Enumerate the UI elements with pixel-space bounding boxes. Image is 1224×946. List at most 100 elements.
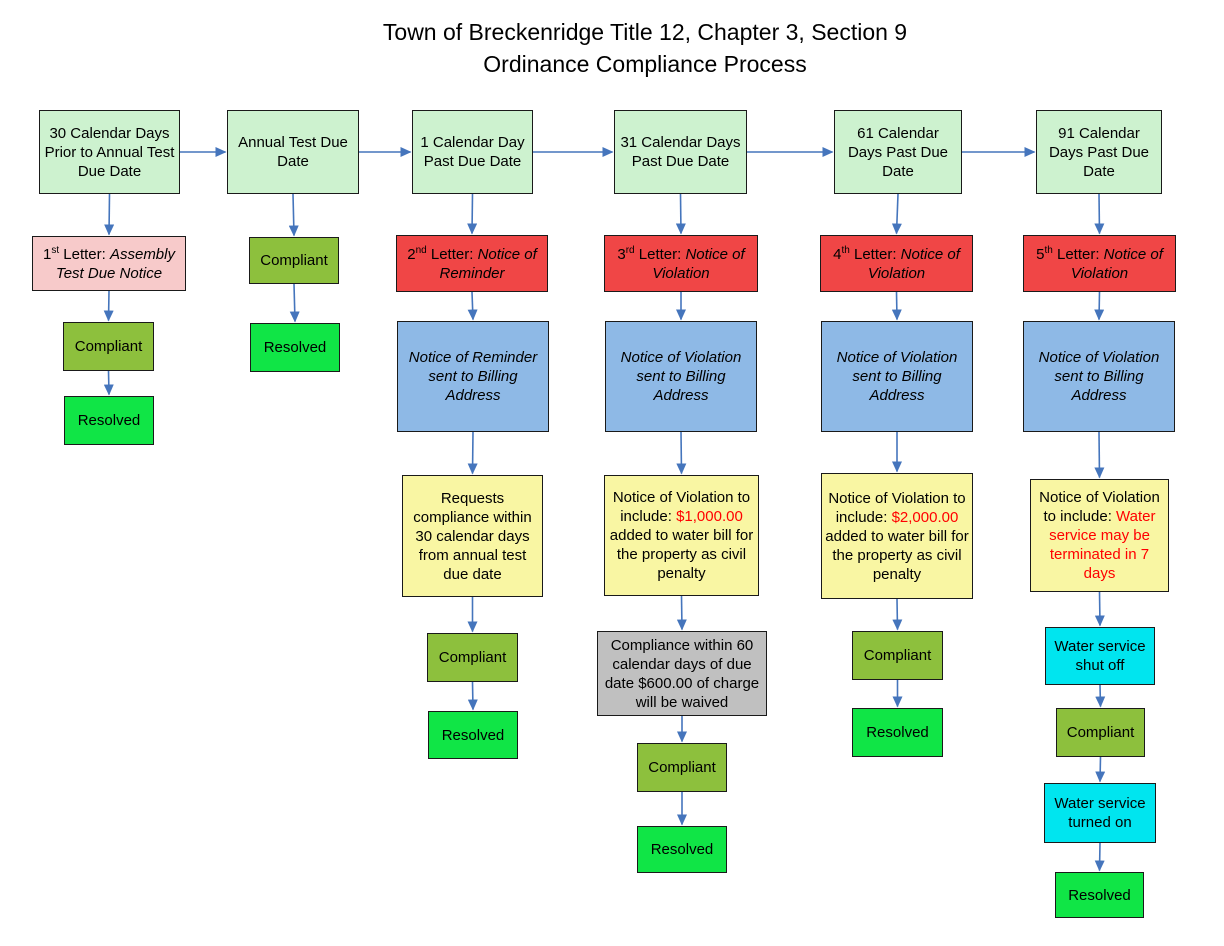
node-text-segment: st xyxy=(51,244,60,256)
node-compliant-col4: Compliant xyxy=(637,743,727,792)
node-label: Notice of Violation to include: $2,000.0… xyxy=(825,489,969,584)
node-text-segment: Notice of Violation sent to Billing Addr… xyxy=(1038,349,1160,404)
node-text-segment: Resolved xyxy=(1068,886,1131,904)
node-violation-water-termination-warning: Notice of Violation to include: Water se… xyxy=(1030,479,1169,592)
node-label: Notice of Violation sent to Billing Addr… xyxy=(609,348,753,405)
node-label: 91 Calendar Days Past Due Date xyxy=(1040,124,1158,181)
node-label: Annual Test Due Date xyxy=(231,133,355,171)
node-text-segment: Notice of Violation xyxy=(867,245,960,282)
diagram-title: Town of Breckenridge Title 12, Chapter 3… xyxy=(305,16,985,80)
node-water-service-turned-on: Water service turned on xyxy=(1044,783,1156,843)
node-label: Compliant xyxy=(260,251,328,270)
node-text-segment: 5 xyxy=(1036,245,1045,263)
node-text-segment: Compliant xyxy=(863,647,932,664)
flow-arrow-blue3-to-yel3 xyxy=(467,431,478,475)
node-resolved-col1: Resolved xyxy=(64,396,154,445)
node-text-segment: Notice of Violation sent to Billing Addr… xyxy=(620,349,742,404)
node-text-segment: Assembly Test Due Notice xyxy=(55,245,175,282)
node-label: Water service shut off xyxy=(1049,637,1151,675)
node-label: Compliant xyxy=(864,646,932,665)
flow-arrow-pink1-to-comp1 xyxy=(103,290,114,322)
node-1-day-past-due-date: 1 Calendar Day Past Due Date xyxy=(412,110,533,194)
node-text-segment: Letter: xyxy=(59,245,110,263)
node-label: 1 Calendar Day Past Due Date xyxy=(416,133,529,171)
node-text-segment: $1,000.00 xyxy=(676,508,743,525)
node-notice-of-reminder-sent-to-billing-address: Notice of Reminder sent to Billing Addre… xyxy=(397,321,549,432)
node-text-segment: th xyxy=(841,244,850,256)
flow-arrow-yel5-to-comp5 xyxy=(892,598,903,631)
node-label: Resolved xyxy=(264,338,327,357)
node-resolved-col2: Resolved xyxy=(250,323,340,372)
node-label: Compliant xyxy=(1067,723,1135,742)
node-text-segment: Annual Test Due Date xyxy=(238,134,348,170)
flow-arrow-g6-to-red6 xyxy=(1094,193,1105,235)
node-text-segment: added to water bill for the property as … xyxy=(825,527,969,583)
node-text-segment: 91 Calendar Days Past Due Date xyxy=(1048,124,1150,180)
node-text-segment: Notice of Reminder xyxy=(439,245,537,282)
node-text-segment: 3 xyxy=(617,245,626,263)
node-1st-letter-assembly-test-due-notice: 1st Letter: Assembly Test Due Notice xyxy=(32,236,186,291)
node-text-segment: Compliant xyxy=(260,252,328,269)
node-text-segment: th xyxy=(1044,244,1053,256)
node-label: 61 Calendar Days Past Due Date xyxy=(838,124,958,181)
node-30-days-prior-to-annual-test-due-date: 30 Calendar Days Prior to Annual Test Du… xyxy=(39,110,180,194)
node-text-segment: Resolved xyxy=(866,724,929,741)
node-compliance-60-days-waiver: Compliance within 60 calendar days of du… xyxy=(597,631,767,716)
node-text-segment: Compliance within 60 calendar days of du… xyxy=(604,636,760,711)
flow-arrow-blue4-to-yel4 xyxy=(676,431,687,475)
node-label: Notice of Violation sent to Billing Addr… xyxy=(1027,348,1171,405)
flow-arrow-cyanB6-to-res6 xyxy=(1094,842,1105,872)
node-violation-penalty-1000: Notice of Violation to include: $1,000.0… xyxy=(604,475,759,596)
node-label: 3rd Letter: Notice of Violation xyxy=(608,245,754,283)
node-text-segment: Resolved xyxy=(77,412,141,429)
flow-arrow-g2-to-comp2 xyxy=(288,193,299,237)
node-text-segment: 4 xyxy=(833,245,842,263)
flow-arrow-g4-to-red4 xyxy=(675,193,686,235)
node-2nd-letter-notice-of-reminder: 2nd Letter: Notice of Reminder xyxy=(396,235,548,292)
node-text-segment: Resolved xyxy=(263,339,327,356)
node-resolved-col5: Resolved xyxy=(852,708,943,757)
node-requests-compliance-within-30-days: Requests compliance within 30 calendar d… xyxy=(402,475,543,597)
node-text-segment: rd xyxy=(625,244,635,256)
node-text-segment: Compliant xyxy=(648,759,716,776)
node-label: 31 Calendar Days Past Due Date xyxy=(618,133,743,171)
node-compliant-col5: Compliant xyxy=(852,631,943,680)
node-label: 5th Letter: Notice of Violation xyxy=(1027,245,1172,283)
node-label: Requests compliance within 30 calendar d… xyxy=(406,489,539,584)
node-text-segment: nd xyxy=(415,244,427,256)
node-notice-of-violation-sent-to-billing-address-col6: Notice of Violation sent to Billing Addr… xyxy=(1023,321,1175,432)
node-label: Resolved xyxy=(866,723,929,742)
node-text-segment: 31 Calendar Days Past Due Date xyxy=(620,134,741,170)
node-text-segment: Notice of Violation to include: xyxy=(1039,489,1160,525)
node-label: Resolved xyxy=(442,726,505,745)
node-label: Compliant xyxy=(648,758,716,777)
node-text-segment: Letter: xyxy=(1052,245,1104,263)
node-violation-penalty-2000: Notice of Violation to include: $2,000.0… xyxy=(821,473,973,599)
node-text-segment: 2 xyxy=(407,245,416,263)
flow-arrow-yel6-to-cyanA6 xyxy=(1094,591,1105,627)
flow-arrow-g1-to-pink1 xyxy=(104,193,115,236)
node-label: Resolved xyxy=(78,411,141,430)
node-label: 30 Calendar Days Prior to Annual Test Du… xyxy=(43,124,176,181)
node-text-segment: Compliant xyxy=(74,338,143,355)
node-text-segment: Letter: xyxy=(634,245,686,263)
node-text-segment: Notice of Violation sent to Billing Addr… xyxy=(836,349,958,404)
node-text-segment: Requests compliance within 30 calendar d… xyxy=(413,489,532,583)
node-text-segment: Compliant xyxy=(438,649,507,666)
node-5th-letter-notice-of-violation: 5th Letter: Notice of Violation xyxy=(1023,235,1176,292)
flow-arrow-comp2-to-res2 xyxy=(289,283,300,323)
node-text-segment: Compliant xyxy=(1066,724,1135,741)
node-text-segment: 1 Calendar Day Past Due Date xyxy=(420,134,525,170)
node-text-segment: 30 Calendar Days Prior to Annual Test Du… xyxy=(44,124,175,180)
flow-arrow-comp3-to-res3 xyxy=(467,681,478,711)
node-resolved-col3: Resolved xyxy=(428,711,518,759)
node-text-segment: Letter: xyxy=(849,245,901,263)
diagram-title-line-1: Town of Breckenridge Title 12, Chapter 3… xyxy=(382,19,908,45)
node-resolved-col6: Resolved xyxy=(1055,872,1144,918)
node-label: 4th Letter: Notice of Violation xyxy=(824,245,969,283)
flow-arrow-red6-to-blue6 xyxy=(1094,291,1105,321)
node-text-segment: 1 xyxy=(42,245,52,263)
node-label: Resolved xyxy=(651,840,714,859)
node-text-segment: Resolved xyxy=(441,726,505,744)
node-label: Compliant xyxy=(439,648,507,667)
